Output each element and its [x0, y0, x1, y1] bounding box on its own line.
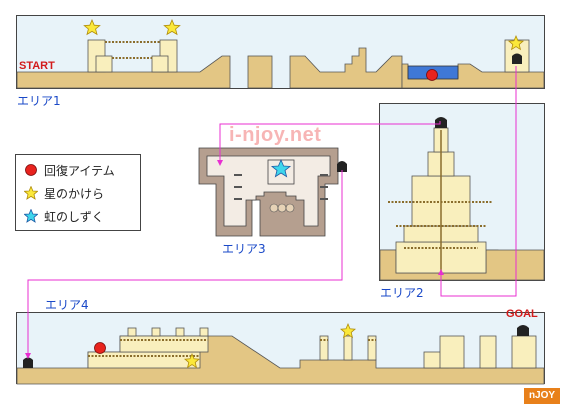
legend-item-star-piece: 星のかけら [24, 183, 104, 203]
area1-label: エリア1 [17, 94, 61, 108]
legend-label: 星のかけら [44, 186, 105, 201]
recovery-item-icon [94, 342, 106, 354]
star-piece-icon [339, 322, 357, 339]
star-piece-icon [83, 18, 101, 36]
route-lines [25, 66, 517, 359]
cyan-star-icon [24, 209, 38, 223]
legend-item-recovery: 回復アイテム [24, 160, 115, 180]
area2-terrain [379, 117, 545, 281]
watermark-text: i-njoy.net [229, 124, 322, 146]
star-piece-icon [507, 34, 525, 51]
recovery-item-icon [426, 69, 438, 81]
legend-label: 回復アイテム [44, 163, 115, 178]
area1-terrain [16, 39, 545, 89]
legend-label: 虹のしずく [44, 209, 104, 224]
star-piece-icon [183, 352, 201, 369]
area4-items [94, 322, 357, 369]
area4-terrain [16, 325, 545, 385]
map-legend: 回復アイテム 星のかけら 虹のしずく [15, 154, 141, 231]
goal-label: GOAL [506, 308, 538, 320]
area3-terrain [198, 147, 347, 237]
yellow-star-icon [24, 186, 38, 200]
star-piece-icon [163, 18, 181, 36]
area1-items [83, 18, 525, 81]
area3-label: エリア3 [222, 242, 266, 256]
area4-label: エリア4 [45, 298, 89, 312]
rainbow-drop-icon [270, 158, 292, 178]
red-circle-icon [25, 164, 37, 176]
start-label: START [19, 60, 55, 72]
area2-label: エリア2 [380, 286, 424, 300]
legend-item-rainbow-drop: 虹のしずく [24, 206, 104, 226]
njoy-logo: nJOY [524, 388, 560, 404]
